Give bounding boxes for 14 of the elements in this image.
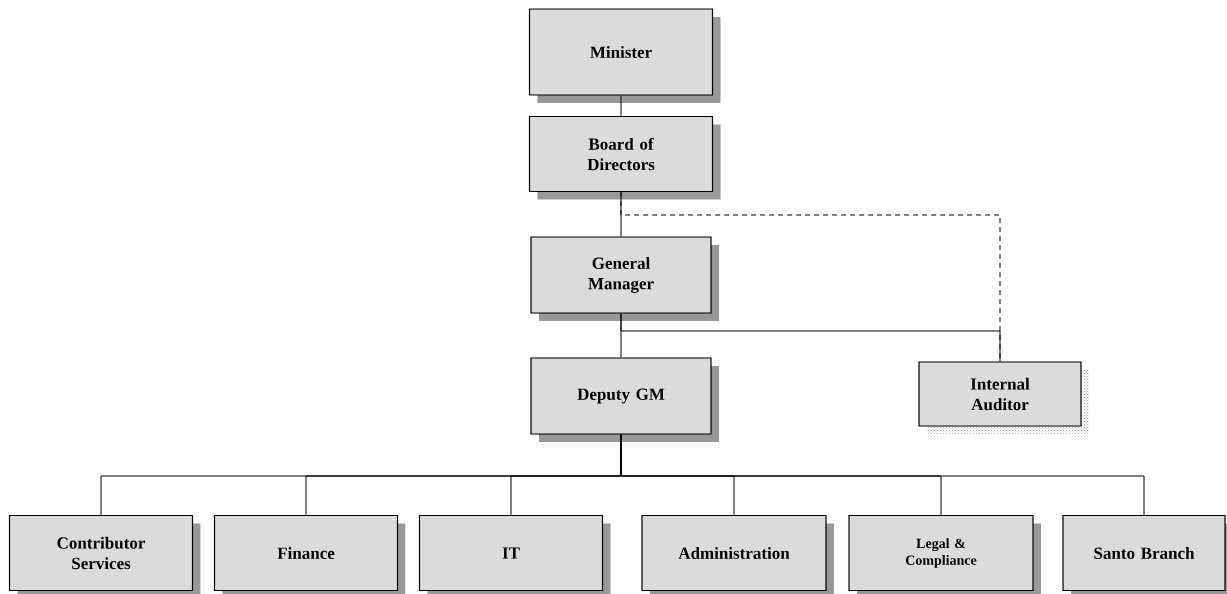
- org-box: Santo Branch: [1062, 514, 1227, 594]
- connector-line: [620, 95, 622, 117]
- connector-line: [620, 434, 1145, 516]
- org-box: General Manager: [530, 236, 719, 321]
- org-box: Deputy GM: [530, 357, 719, 442]
- org-box: IT: [418, 514, 611, 594]
- org-box: Minister: [528, 8, 721, 103]
- connector-line: [620, 313, 1001, 362]
- org-box: Internal Auditor: [918, 361, 1082, 427]
- org-box: Administration: [641, 514, 834, 594]
- org-box: Contributor Services: [8, 514, 201, 594]
- org-box: Board of Directors: [528, 115, 721, 200]
- org-box: Legal & Compliance: [848, 514, 1041, 594]
- org-box: Finance: [213, 514, 406, 594]
